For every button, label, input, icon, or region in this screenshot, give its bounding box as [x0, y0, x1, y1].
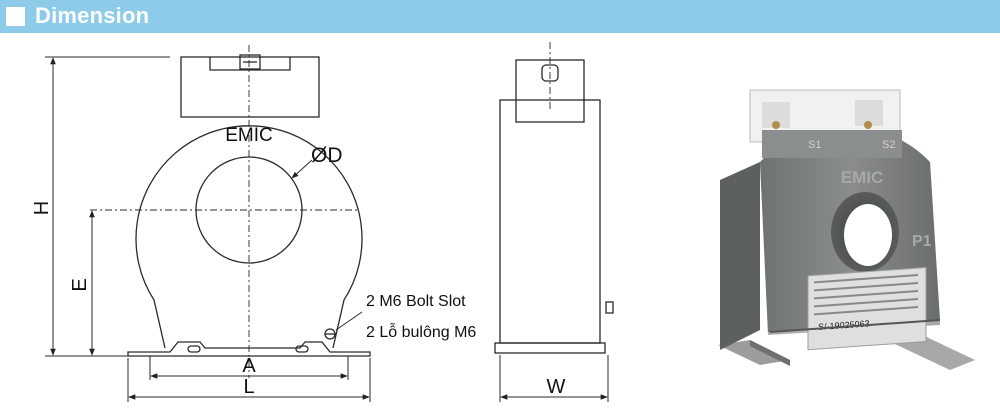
bolt-leader [335, 311, 363, 331]
dim-w [499, 355, 609, 402]
bolt-slot-label: 2 M6 Bolt Slot [366, 293, 466, 310]
base-plate [127, 341, 371, 357]
width-label: W [547, 376, 566, 398]
terminal-block [180, 56, 320, 118]
terminal-s1: S1 [808, 139, 821, 151]
side-body [499, 99, 601, 344]
terminal-screw [239, 54, 261, 70]
photo-primary: P1 [912, 233, 932, 250]
dim-d-leader [291, 159, 313, 179]
dim-l [127, 358, 371, 402]
dim-h [45, 56, 170, 357]
section-title: Dimension [35, 3, 150, 28]
side-base-plate [494, 342, 606, 354]
terminal-slot [209, 57, 291, 71]
mount-spacing-label: A [242, 355, 256, 377]
header-square-icon [6, 7, 25, 26]
length-label: L [243, 376, 254, 398]
side-view [494, 59, 614, 354]
photo-brand: EMIC [841, 168, 884, 187]
height-label: H [31, 201, 53, 215]
side-terminal-screw [541, 64, 559, 82]
technical-drawing: EMIC ØD H E A L 2 M6 Bolt Slot 2 Lỗ bulô… [31, 42, 614, 402]
center-height-label: E [69, 278, 91, 291]
dim-a [149, 356, 349, 380]
product-photo: S1 S2 EMIC P1 S/-19025063 [718, 89, 975, 370]
terminal-s2: S2 [882, 139, 895, 151]
diameter-label: ØD [311, 144, 343, 167]
section-header: Dimension [0, 0, 1000, 33]
brand-label: EMIC [225, 125, 273, 146]
bolt-slot-label-vi: 2 Lỗ bulông M6 [366, 322, 476, 341]
center-lines [90, 45, 360, 378]
